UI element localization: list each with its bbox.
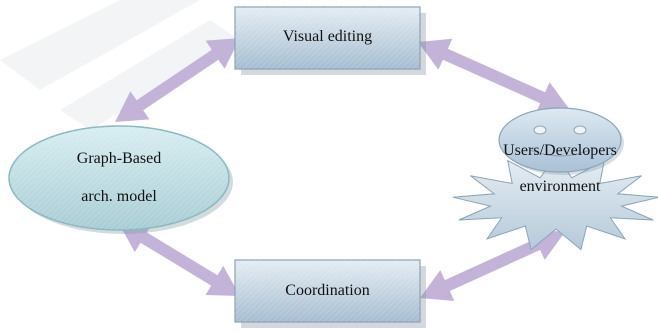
users-label-line2: environment <box>519 178 601 195</box>
watermark <box>0 0 240 130</box>
graph-model-ellipse <box>8 125 233 234</box>
coordination-box <box>234 259 426 328</box>
arrow-model-to-visual-editing <box>115 38 240 122</box>
visual-editing-label: Visual editing <box>282 28 373 45</box>
arrows-group <box>115 38 570 301</box>
smiley-face-icon <box>498 107 624 175</box>
users-label-line1: Users/Developers <box>503 142 617 159</box>
graph-model-label-line2: arch. model <box>81 188 157 205</box>
coordination-label: Coordination <box>285 282 370 299</box>
arrow-model-to-coordination <box>118 222 240 296</box>
arrow-visual-editing-to-users <box>418 38 570 114</box>
visual-editing-box <box>234 6 426 75</box>
graph-model-label-line1: Graph-Based <box>76 150 162 167</box>
arrow-coordination-to-users <box>420 229 565 301</box>
environment-burst-shape <box>452 154 658 251</box>
